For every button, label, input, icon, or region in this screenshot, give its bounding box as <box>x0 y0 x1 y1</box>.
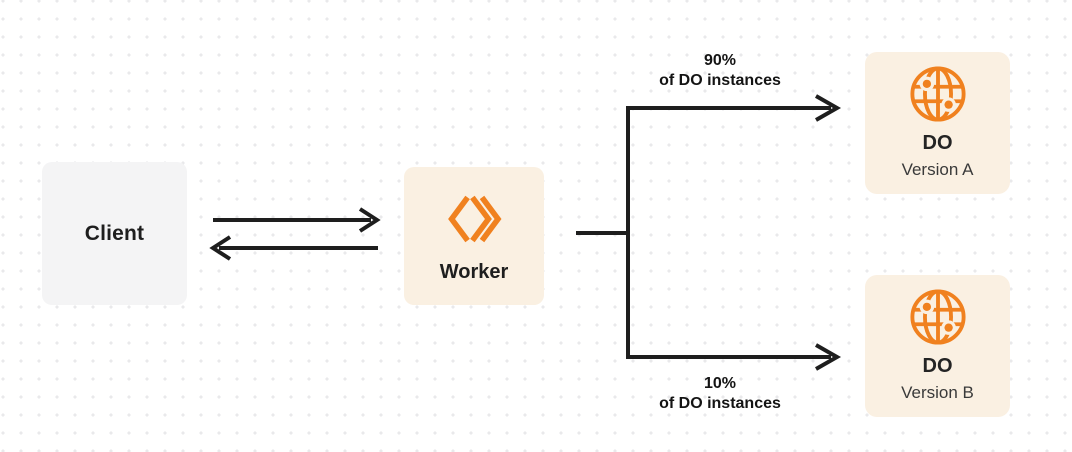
workers-logo-icon <box>448 195 502 242</box>
do-b-title: DO <box>922 355 953 378</box>
worker-label: Worker <box>439 260 509 283</box>
branch-trunk-line <box>626 106 831 359</box>
top-branch-percent: 90% <box>703 52 737 69</box>
do-a-title: DO <box>922 132 953 155</box>
bottom-branch-percent: 10% <box>703 375 737 392</box>
client-to-worker-arrowhead-icon <box>358 207 381 233</box>
client-node: Client <box>42 162 187 305</box>
bottom-branch-label: 10% of DO instances <box>610 374 830 414</box>
do-version-a-node: DO Version A <box>865 52 1010 194</box>
client-label: Client <box>84 221 145 245</box>
worker-to-client-arrowhead-icon <box>209 235 232 261</box>
do-a-subtitle: Version A <box>901 160 974 180</box>
top-branch-caption: of DO instances <box>659 72 781 89</box>
bottom-branch-caption: of DO instances <box>659 395 781 412</box>
top-branch-label: 90% of DO instances <box>610 51 830 91</box>
worker-node: Worker <box>404 167 544 305</box>
durable-object-globe-icon <box>909 289 966 345</box>
top-branch-arrowhead-icon <box>815 94 842 122</box>
bottom-branch-arrowhead-icon <box>815 343 842 371</box>
durable-object-globe-icon <box>909 66 966 122</box>
do-b-subtitle: Version B <box>901 383 974 403</box>
do-version-b-node: DO Version B <box>865 275 1010 417</box>
